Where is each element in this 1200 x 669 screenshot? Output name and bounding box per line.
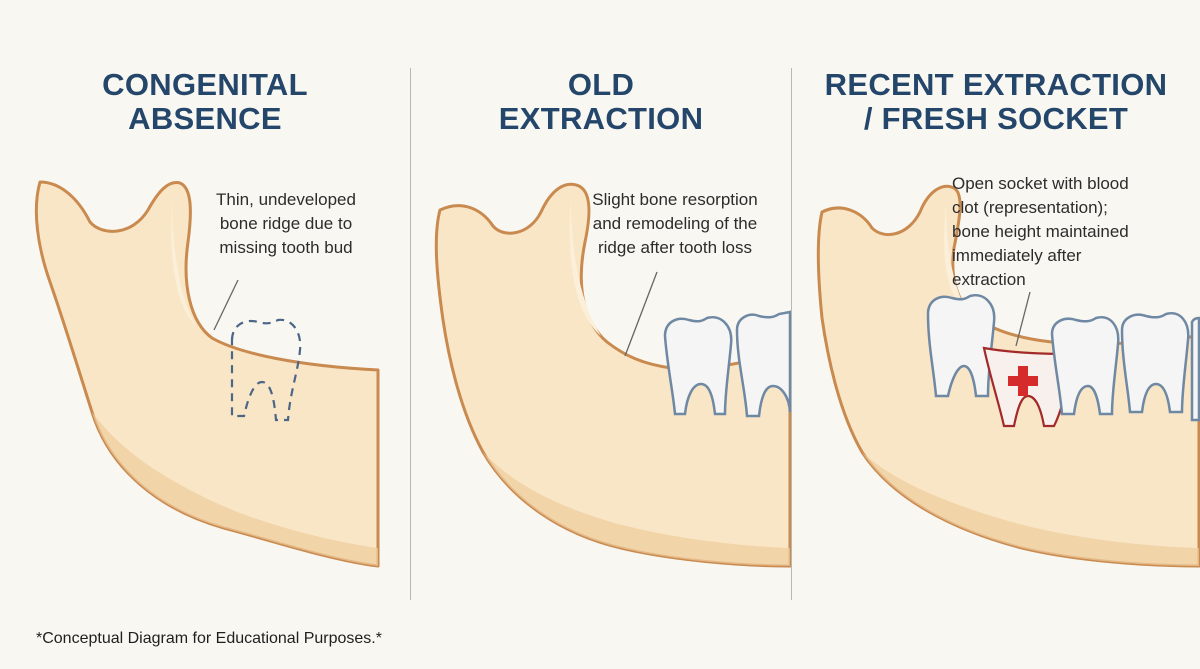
molar-tooth	[1050, 315, 1120, 416]
panel-caption: Thin, undeveloped bone ridge due to miss…	[216, 190, 356, 257]
ramus-highlight	[569, 200, 601, 336]
panel-old-extraction: OLD EXTRACTION Slight bone resorption an…	[411, 0, 791, 669]
ramus-highlight	[944, 204, 968, 314]
mandible-bone	[34, 180, 380, 568]
premolar-tooth-left	[926, 293, 996, 398]
pointer-line	[624, 271, 658, 357]
panel-title: RECENT EXTRACTION / FRESH SOCKET	[824, 67, 1168, 136]
panel-title: CONGENITAL ABSENCE	[102, 67, 308, 136]
panel-recent-extraction: RECENT EXTRACTION / FRESH SOCKET Open so…	[792, 0, 1200, 669]
molar-tooth-2	[735, 310, 791, 418]
panel-title: OLD EXTRACTION	[498, 67, 704, 136]
jaw-illustration-congenital	[34, 180, 380, 568]
ramus-highlight	[171, 200, 196, 326]
inferior-border-shading	[862, 452, 1199, 566]
pointer-line	[213, 279, 239, 331]
panel-caption: Slight bone resorption and remodeling of…	[592, 190, 758, 257]
inferior-border-shading	[92, 412, 378, 566]
pointer-line	[1015, 291, 1031, 347]
cross-icon	[1008, 366, 1038, 396]
divider-right	[791, 68, 792, 600]
missing-tooth-outline	[230, 318, 302, 422]
molar-tooth-2	[1120, 311, 1190, 414]
panel-congenital-absence: CONGENITAL ABSENCE Thin, undeveloped bon…	[0, 0, 410, 669]
molar-tooth-3	[1190, 316, 1200, 422]
panel-caption: Open socket with blood clot (representat…	[952, 174, 1129, 289]
divider-left	[410, 68, 411, 600]
molar-tooth	[663, 315, 733, 416]
inferior-border-shading	[483, 452, 790, 566]
jaw-illustration-recent	[816, 184, 1200, 568]
jaw-illustration-old	[434, 182, 791, 568]
footnote: *Conceptual Diagram for Educational Purp…	[36, 630, 382, 647]
